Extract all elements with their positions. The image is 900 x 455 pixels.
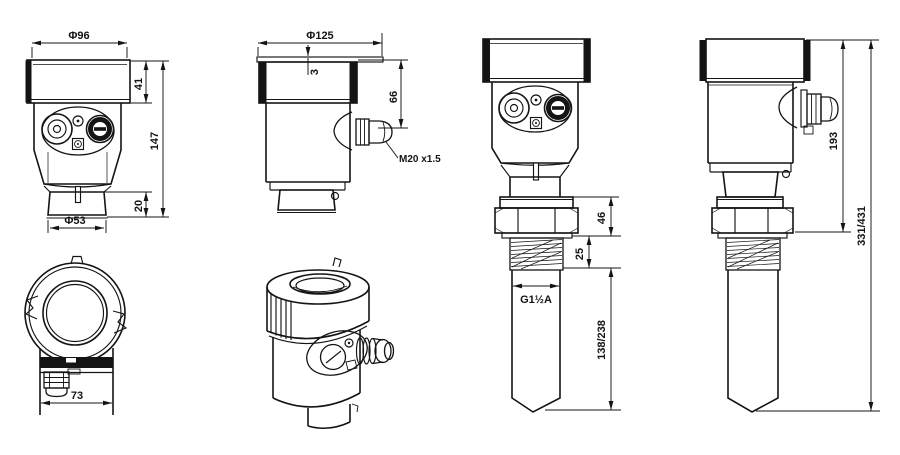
- minus-knob: [543, 93, 573, 123]
- dim-front-top-diameter: Φ96: [31, 30, 128, 58]
- lid-edge-band: [25, 60, 32, 103]
- process-connection-callout: G1½A: [512, 283, 560, 306]
- dim-side-head-height: 193: [795, 39, 879, 233]
- dim-label: 73: [71, 390, 83, 402]
- sensor-pin: [74, 185, 82, 204]
- lid-outline: [705, 38, 805, 83]
- dim-label: 331/431: [856, 206, 868, 246]
- adjust-knob: [319, 343, 347, 371]
- dim-front-horn-height: 20: [105, 191, 152, 218]
- adjust-knob: [41, 113, 73, 145]
- side-view-rod: 193 331/431: [699, 38, 880, 413]
- lid-outline: [482, 38, 591, 83]
- cable-gland: [43, 371, 70, 398]
- dim-label: 147: [149, 132, 161, 150]
- shoulder-band: [40, 357, 113, 368]
- dim-label: 46: [596, 212, 608, 224]
- horn-antenna: [277, 189, 336, 211]
- setup-button: [71, 137, 85, 151]
- dim-rod-thread-length: 25: [563, 235, 621, 269]
- adapter: [722, 171, 779, 198]
- lid-circles: [24, 262, 126, 364]
- side-panel: [306, 330, 368, 376]
- dim-label: 66: [388, 91, 400, 103]
- bottom-boss: [307, 404, 351, 430]
- rod-probe: [511, 270, 561, 413]
- front-view-rod: 46 25 138/238 G1½A: [482, 38, 621, 413]
- top-clip: [332, 257, 342, 268]
- control-panel: [498, 85, 573, 133]
- housing-body: [272, 330, 361, 430]
- dim-side-upper-height: 66: [358, 59, 408, 129]
- dim-label: Φ96: [68, 30, 89, 42]
- dim-rod-union-height: 46: [568, 196, 621, 237]
- cable-gland: [355, 337, 395, 365]
- dim-label: 193: [828, 132, 840, 150]
- top-clip: [70, 255, 84, 265]
- housing-outline: [707, 82, 794, 164]
- collar: [716, 196, 784, 209]
- process-thread: [725, 237, 781, 271]
- process-thread: [509, 237, 564, 271]
- dim-rod-probe-length: 138/238: [545, 267, 621, 411]
- process-connection-label: G1½A: [520, 294, 552, 306]
- dim-label: 25: [574, 248, 586, 260]
- lid-outline: [26, 59, 131, 104]
- sensor-pin: [532, 162, 540, 181]
- dim-label: 3: [309, 69, 321, 75]
- dim-side-total-length: 331/431: [756, 39, 880, 412]
- rod-probe: [727, 270, 779, 413]
- hex-union-nut: [711, 207, 794, 234]
- ribbed-lid: [266, 269, 370, 345]
- dim-label: Φ125: [306, 30, 333, 42]
- setup-button: [529, 116, 543, 130]
- dim-label: 138/238: [596, 320, 608, 360]
- collar: [499, 196, 574, 209]
- minus-knob: [85, 114, 115, 144]
- gland-thread-callout: M20 x1.5: [385, 141, 441, 165]
- indicator-lamp: [72, 115, 84, 127]
- dim-label: 20: [133, 200, 145, 212]
- cable-gland: [800, 89, 839, 135]
- adjust-knob: [498, 92, 530, 124]
- gland-boss: [333, 111, 353, 151]
- dim-side-top-diameter: Φ125: [257, 30, 383, 56]
- right-clip: [112, 310, 128, 334]
- housing-outline: [265, 103, 351, 183]
- horn-antenna: [47, 191, 107, 216]
- dim-front-horn-diameter: Φ53: [47, 215, 107, 233]
- isometric-view: [266, 257, 395, 430]
- dim-top-body-width: 73: [40, 390, 113, 406]
- indicator-lamp: [530, 94, 542, 106]
- dim-front-total-height: 147: [107, 60, 169, 218]
- control-panel: [41, 106, 115, 156]
- cable-gland: [355, 118, 393, 146]
- housing-outline: [33, 103, 122, 185]
- top-view: 73: [24, 255, 128, 415]
- dim-side-cover-lip: 3: [305, 45, 321, 75]
- left-clip: [24, 295, 39, 320]
- side-view-horn: Φ125 3 66 M20 x1.5: [256, 30, 441, 213]
- gland-thread-label: M20 x1.5: [399, 154, 441, 165]
- dim-label: Φ53: [64, 215, 85, 227]
- hex-union-nut: [494, 207, 579, 234]
- front-view-horn: Φ96 41 147 20 Φ53: [25, 30, 169, 233]
- gland-boss: [778, 86, 798, 129]
- dim-label: 41: [133, 78, 145, 90]
